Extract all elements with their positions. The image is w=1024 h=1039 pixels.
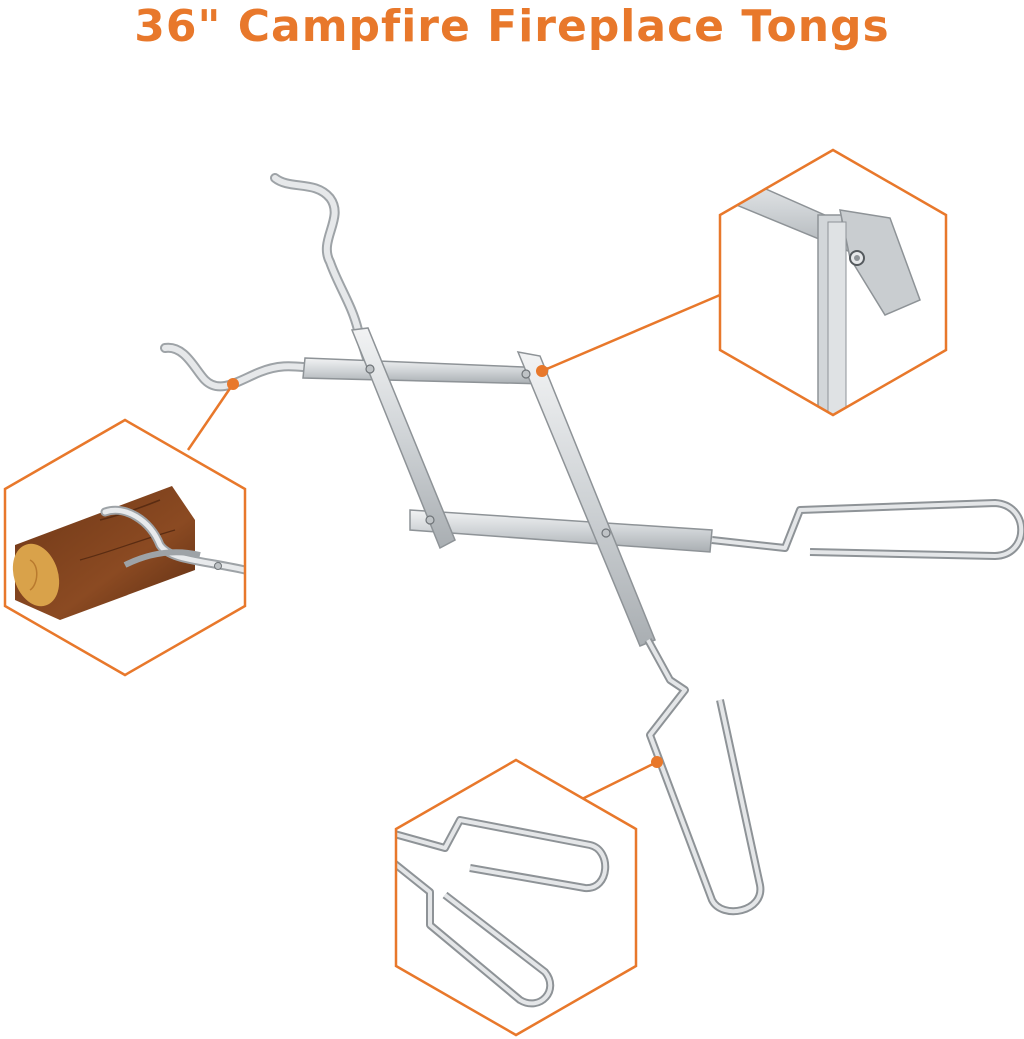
right-diagonal-arm [516, 351, 656, 647]
log-grip-detail [3, 418, 247, 677]
pivot-rivet-detail [718, 148, 948, 417]
rivet [521, 369, 531, 379]
left-diagonal-arm [350, 327, 456, 550]
right-handle-loop [711, 499, 1024, 560]
callout-dot [651, 756, 663, 768]
rivet [425, 515, 435, 525]
callout-dot [227, 378, 239, 390]
callout-dot [536, 365, 548, 377]
page-title: 36" Campfire Fireplace Tongs [134, 1, 890, 52]
bottom-bar [409, 509, 713, 553]
callout-lines [186, 293, 721, 802]
handle-loop-detail [394, 758, 638, 1037]
top-bar [302, 357, 549, 385]
tongs-main [160, 173, 1024, 916]
rivet [601, 528, 611, 538]
rivet [365, 364, 375, 374]
